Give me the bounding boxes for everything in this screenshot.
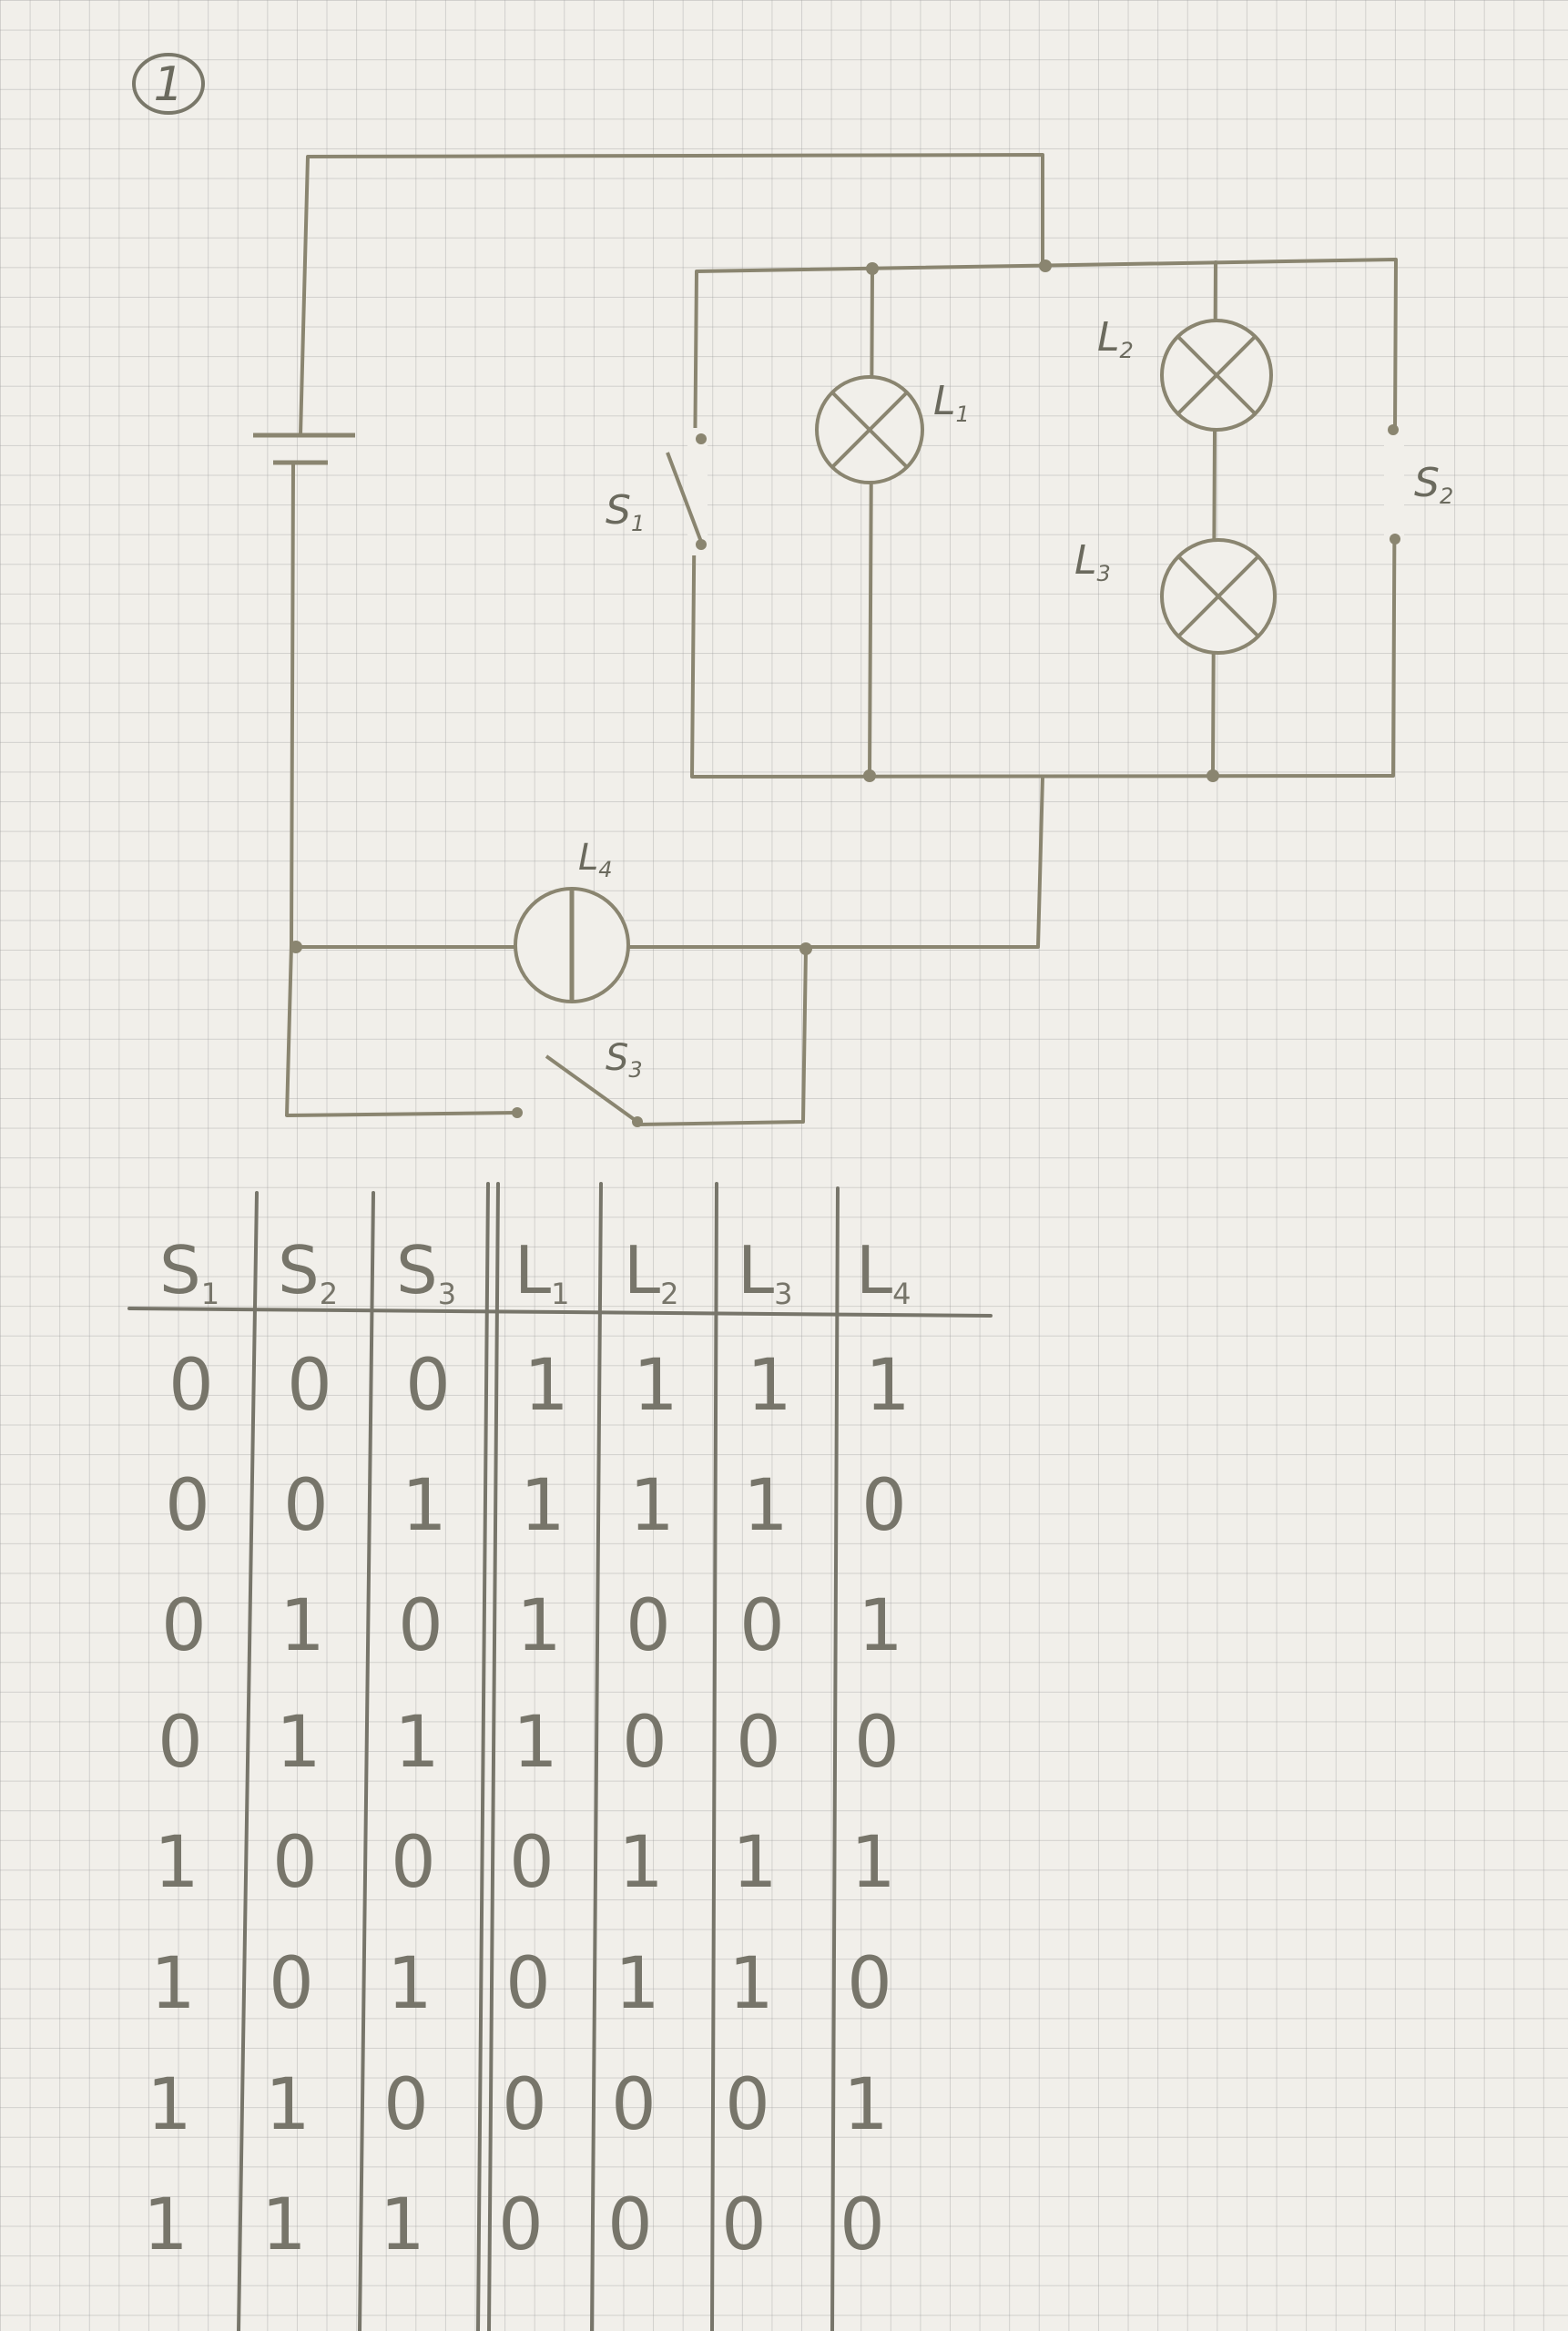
wire-top-feed bbox=[299, 153, 1044, 437]
truth-table-header: S1 S2 S3 L1 L2 L3 L4 bbox=[159, 1232, 911, 1311]
table-cell: 1 bbox=[520, 1465, 565, 1547]
switch-s2-icon bbox=[1384, 424, 1404, 545]
table-cell: 0 bbox=[272, 1822, 318, 1904]
lamp-l1-icon bbox=[815, 375, 924, 484]
wire-s3-bypass bbox=[636, 947, 808, 1126]
table-cell: 1 bbox=[513, 1702, 558, 1784]
table-cell: 0 bbox=[498, 2184, 544, 2266]
table-cell: 0 bbox=[611, 2064, 657, 2146]
lamp-l2-icon bbox=[1160, 319, 1273, 432]
table-cell: 1 bbox=[394, 1702, 440, 1784]
switch-s3-icon bbox=[512, 1054, 643, 1127]
wire-block-top bbox=[690, 258, 1398, 779]
table-cell: 0 bbox=[383, 2064, 429, 2146]
label-l3: L3 bbox=[1074, 537, 1111, 586]
table-cell: 0 bbox=[168, 1345, 214, 1427]
table-cell: 1 bbox=[261, 2184, 307, 2266]
table-cell: 1 bbox=[633, 1345, 678, 1427]
label-l2: L2 bbox=[1097, 314, 1134, 363]
table-cell: 1 bbox=[147, 2064, 192, 2146]
table-cell: 1 bbox=[380, 2184, 425, 2266]
table-cell: 0 bbox=[405, 1345, 451, 1427]
header-l3: L3 bbox=[738, 1232, 792, 1311]
label-s2: S2 bbox=[1414, 460, 1453, 509]
table-cell: 1 bbox=[154, 1822, 199, 1904]
table-cell: 1 bbox=[843, 2064, 889, 2146]
problem-number: 1 bbox=[153, 57, 183, 112]
label-s3: S3 bbox=[606, 1037, 643, 1083]
table-cell: 0 bbox=[861, 1465, 907, 1547]
table-cell: 1 bbox=[850, 1822, 896, 1904]
table-cell: 1 bbox=[728, 1943, 774, 2025]
table-cell: 1 bbox=[280, 1585, 325, 1667]
table-cell: 1 bbox=[743, 1465, 789, 1547]
table-cell: 1 bbox=[143, 2184, 188, 2266]
wire-lower-return bbox=[799, 775, 1044, 949]
switch-s1-icon bbox=[666, 428, 708, 555]
battery-icon bbox=[253, 433, 355, 465]
table-cell: 0 bbox=[626, 1585, 671, 1667]
table-cell: 0 bbox=[725, 2064, 770, 2146]
table-cell: 0 bbox=[739, 1585, 785, 1667]
header-l1: L1 bbox=[514, 1232, 569, 1311]
table-cell: 0 bbox=[287, 1345, 332, 1427]
table-cell: 0 bbox=[847, 1943, 892, 2025]
label-l1: L1 bbox=[933, 378, 970, 427]
table-cell: 0 bbox=[607, 2184, 653, 2266]
table-cell: 1 bbox=[265, 2064, 311, 2146]
table-cell: 1 bbox=[747, 1345, 792, 1427]
table-cell: 0 bbox=[269, 1943, 314, 2025]
table-cell: 0 bbox=[398, 1585, 443, 1667]
table-cell: 0 bbox=[622, 1702, 667, 1784]
table-cell: 1 bbox=[402, 1465, 447, 1547]
table-cell: 0 bbox=[721, 2184, 767, 2266]
circuit-diagram: S1 L1 L2 L3 bbox=[253, 153, 1453, 1127]
table-cell: 0 bbox=[391, 1822, 436, 1904]
label-l4: L4 bbox=[578, 837, 613, 882]
header-l2: L2 bbox=[624, 1232, 678, 1311]
header-l4: L4 bbox=[856, 1232, 911, 1311]
table-cell: 1 bbox=[516, 1585, 562, 1667]
table-cell: 0 bbox=[854, 1702, 900, 1784]
table-cell: 0 bbox=[502, 2064, 547, 2146]
label-s1: S1 bbox=[606, 487, 645, 536]
header-s3: S3 bbox=[396, 1232, 456, 1311]
header-s2: S2 bbox=[278, 1232, 338, 1311]
table-cell: 0 bbox=[840, 2184, 885, 2266]
table-cell: 0 bbox=[505, 1943, 551, 2025]
table-cell: 0 bbox=[165, 1465, 210, 1547]
table-cell: 0 bbox=[509, 1822, 555, 1904]
table-cell: 1 bbox=[618, 1822, 664, 1904]
table-cell: 0 bbox=[283, 1465, 329, 1547]
wire-l1-branch bbox=[868, 267, 874, 778]
table-cell: 0 bbox=[736, 1702, 781, 1784]
table-cell: 1 bbox=[276, 1702, 321, 1784]
table-cell: 0 bbox=[158, 1702, 203, 1784]
header-s1: S1 bbox=[159, 1232, 219, 1311]
table-cell: 0 bbox=[161, 1585, 207, 1667]
lamp-l3-icon bbox=[1160, 538, 1277, 655]
table-cell: 1 bbox=[150, 1943, 196, 2025]
table-cell: 1 bbox=[615, 1943, 660, 2025]
table-cell: 1 bbox=[732, 1822, 778, 1904]
lamp-l4-icon bbox=[514, 887, 630, 1003]
table-cell: 1 bbox=[858, 1585, 903, 1667]
table-cell: 1 bbox=[865, 1345, 911, 1427]
table-cell: 1 bbox=[524, 1345, 569, 1427]
wire-battery-left bbox=[285, 463, 519, 1117]
table-cell: 1 bbox=[629, 1465, 675, 1547]
table-cell: 1 bbox=[387, 1943, 433, 2025]
problem-number-badge: 1 bbox=[132, 53, 205, 115]
